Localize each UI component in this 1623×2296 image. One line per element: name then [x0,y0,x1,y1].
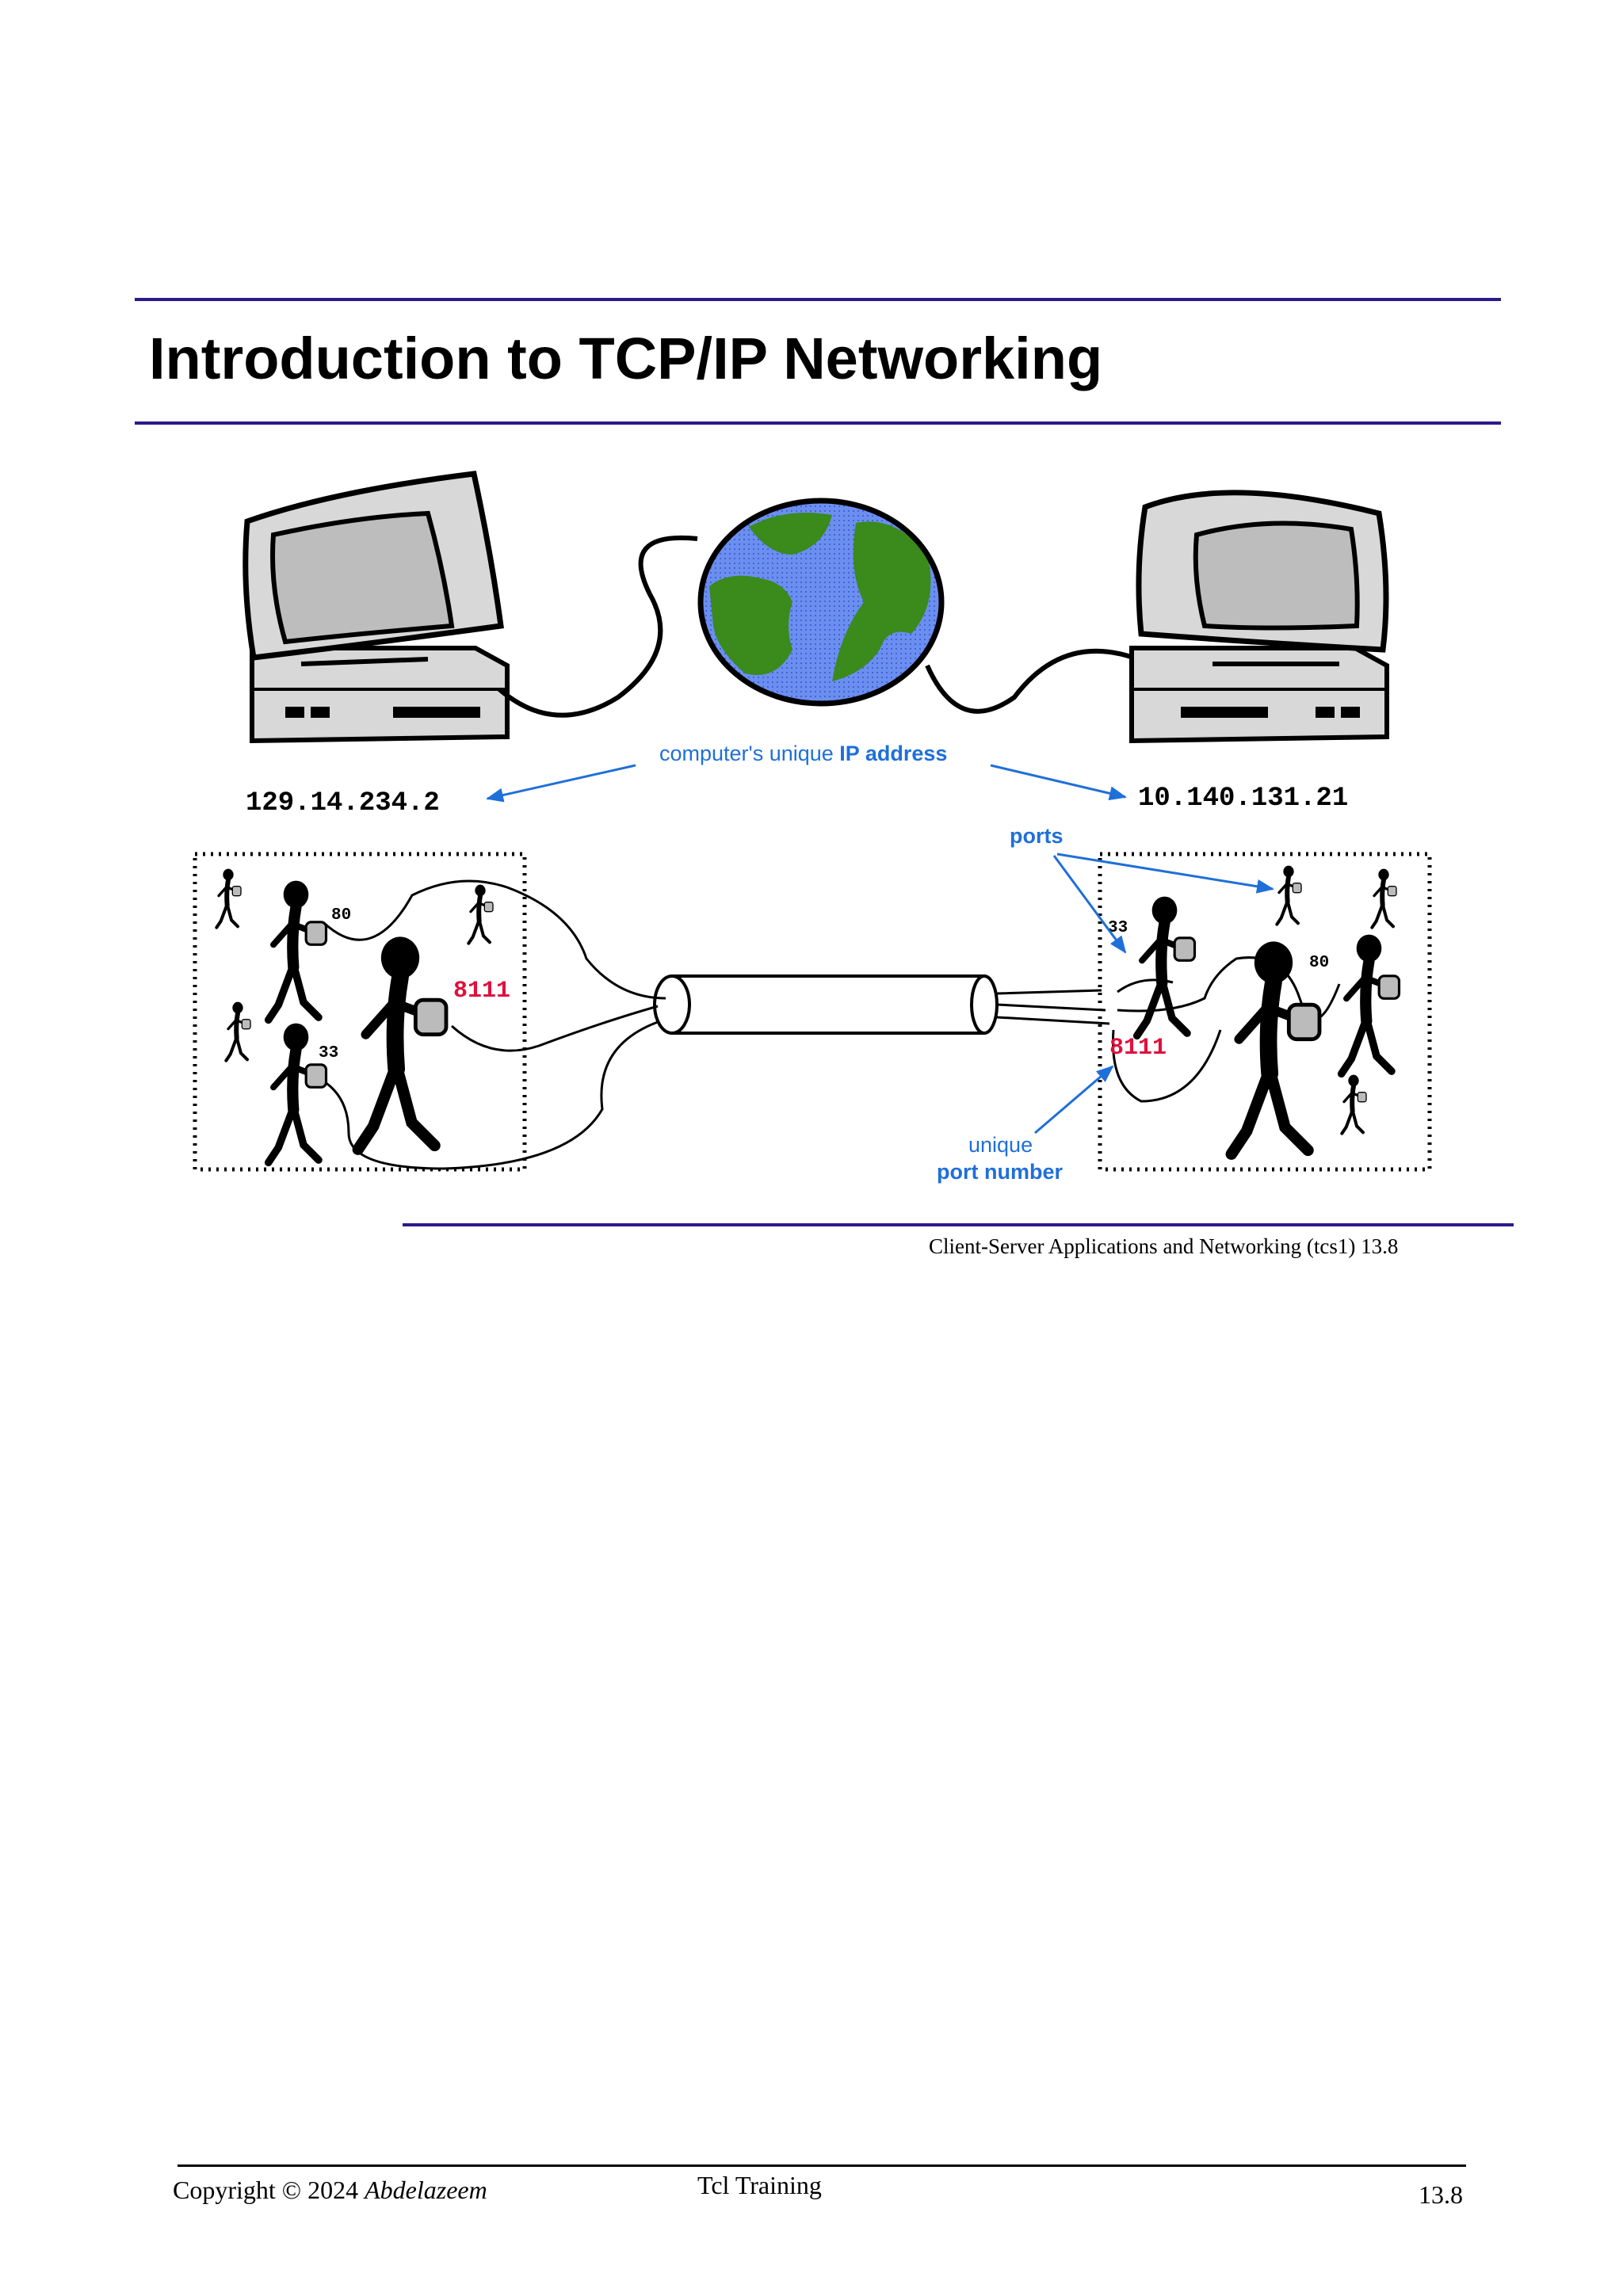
person-icon [1342,1075,1366,1134]
ports-arrow-2 [1056,852,1274,894]
ip-address-caption: computer's unique IP address [659,742,947,765]
network-cable-tube [653,974,1110,1035]
right-port-80: 80 [1309,954,1329,972]
tcp-ip-diagram: computer's unique IP address 129.14.234.… [193,471,1432,1184]
port-number-arrow [1034,1065,1114,1135]
left-computer [242,471,510,744]
person-icon [358,936,446,1149]
person-icon [468,885,493,944]
footer-copyright: Copyright © 2024 Abdelazeem [173,2176,487,2205]
person-icon [269,881,327,1020]
footer-center: Tcl Training [697,2171,822,2199]
ip-arrow-right [990,764,1127,801]
left-network-cable [498,535,698,718]
person-icon [1342,935,1400,1074]
right-network-cable [925,648,1134,714]
person-icon [1372,869,1396,928]
page-title: Introduction to TCP/IP Networking [149,326,1103,391]
person-icon [269,1024,327,1163]
slide-caption: Client-Server Applications and Networkin… [929,1234,1399,1258]
right-computer [1129,490,1389,744]
person-icon [226,1002,250,1061]
right-port-33: 33 [1108,919,1128,937]
left-port-33: 33 [319,1044,338,1062]
left-wire-33 [316,1020,659,1170]
footer-rule [178,2164,1466,2167]
left-wire-8111 [450,1005,659,1052]
right-wire-8111 [1111,1029,1222,1103]
left-wire-80 [323,879,666,1000]
copyright-text: Copyright © 2024 [173,2176,365,2204]
unique-label: unique [968,1133,1033,1157]
port-number-label: port number [937,1160,1063,1184]
right-port-8111: 8111 [1109,1035,1167,1062]
left-host-box [193,852,527,1172]
ports-label: ports [1010,824,1064,848]
ports-arrow-1 [1052,855,1127,954]
author-name: Abdelazeem [365,2176,487,2204]
globe-icon [697,498,945,707]
person-icon [216,869,241,928]
title-underline-rule [135,421,1501,425]
left-port-8111: 8111 [453,978,510,1005]
right-ip-address: 10.140.131.21 [1138,784,1348,814]
person-icon [1137,897,1195,1036]
person-icon [1277,866,1301,925]
left-ip-address: 129.14.234.2 [246,788,440,818]
person-icon [1232,941,1319,1154]
caption-rule [403,1223,1514,1226]
footer-page-number: 13.8 [1419,2180,1463,2209]
top-rule [135,298,1501,301]
right-host-box [1098,852,1432,1172]
left-port-80: 80 [331,906,351,925]
ip-arrow-left [486,764,636,803]
